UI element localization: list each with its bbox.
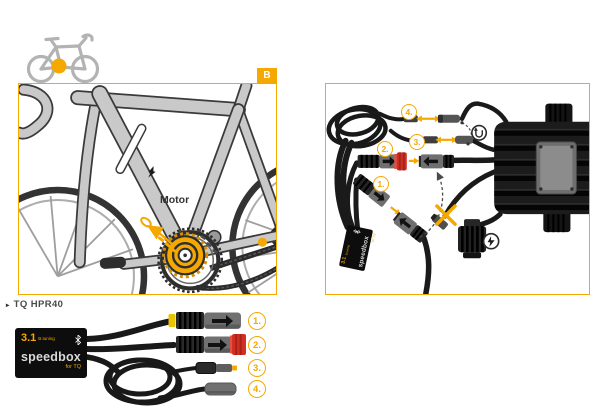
bike-location-icon <box>26 33 100 84</box>
connector-1-bike-socket <box>392 211 428 243</box>
routing-arrow <box>146 225 175 248</box>
caption-text: TQ HPR40 <box>13 299 64 310</box>
cable-badge-4: 4. <box>248 380 266 398</box>
cable-badge-2: 2. <box>248 336 266 354</box>
sensor-dot <box>257 237 267 247</box>
motor-label: Motor <box>160 194 190 206</box>
lightning-icon <box>482 232 500 250</box>
cable-fanout-drawing <box>84 312 246 406</box>
swap-indicator <box>460 121 488 146</box>
connector-3 <box>195 362 237 374</box>
speedbox-device: 3.1 B.tuning speedbox for TQ <box>15 328 87 378</box>
connector-3-pair <box>422 135 474 144</box>
power-connector <box>458 219 487 259</box>
cable-coil-bottom <box>103 357 183 406</box>
wiring-badge-1: 1. <box>373 176 389 192</box>
wiring-badge-2: 2. <box>377 141 393 157</box>
connector-1 <box>168 312 241 329</box>
cable-coil <box>326 104 388 149</box>
device-brand: B.tuning <box>38 336 55 341</box>
connector-2 <box>176 334 246 355</box>
blocked-connection <box>430 204 457 230</box>
bluetooth-icon <box>348 228 364 235</box>
connector-4 <box>204 382 237 396</box>
cable-routing-highlight <box>140 216 179 254</box>
connector-2-speedbox-plug <box>357 152 407 171</box>
caption-bullet-icon: ▸ <box>6 301 10 309</box>
panel-b-tab: B <box>257 68 277 84</box>
u-turn-icon <box>471 124 488 141</box>
wiring-badge-3: 3. <box>409 134 425 150</box>
wiring-drawing <box>326 101 589 294</box>
speedbox-device-mini: 3.1 B.tuning speedbox for TQ <box>338 224 376 272</box>
cable-guides <box>200 235 218 254</box>
downtube-slot <box>115 123 147 175</box>
bike-frame-drawing <box>19 84 276 294</box>
connect-arrow-2 <box>408 157 420 165</box>
wiring-badge-4: 4. <box>401 104 417 120</box>
frame-tubes <box>19 84 276 269</box>
device-version: 3.1 <box>340 256 348 265</box>
x-cross-icon <box>435 204 457 226</box>
bluetooth-icon <box>75 333 82 349</box>
motor-location-dot <box>51 58 67 74</box>
connector-2-motor-socket <box>418 154 454 169</box>
cable-badge-1: 1. <box>248 312 266 330</box>
model-caption: ▸ TQ HPR40 <box>6 299 63 310</box>
device-version: 3.1 <box>21 332 37 344</box>
motor-block <box>494 103 589 233</box>
panel-wiring-diagram <box>325 83 590 295</box>
bolt-mark-icon <box>148 166 156 178</box>
device-name: speedbox <box>21 350 81 364</box>
connector-1-speedbox-plug <box>353 174 390 207</box>
device-brand: B.tuning <box>343 244 350 256</box>
reroute-dashed-arrow <box>419 171 444 238</box>
cable-badge-3: 3. <box>248 359 266 377</box>
panel-frame-detail <box>18 83 277 295</box>
device-for-label: for TQ <box>65 364 82 371</box>
motor-unit <box>162 232 209 279</box>
